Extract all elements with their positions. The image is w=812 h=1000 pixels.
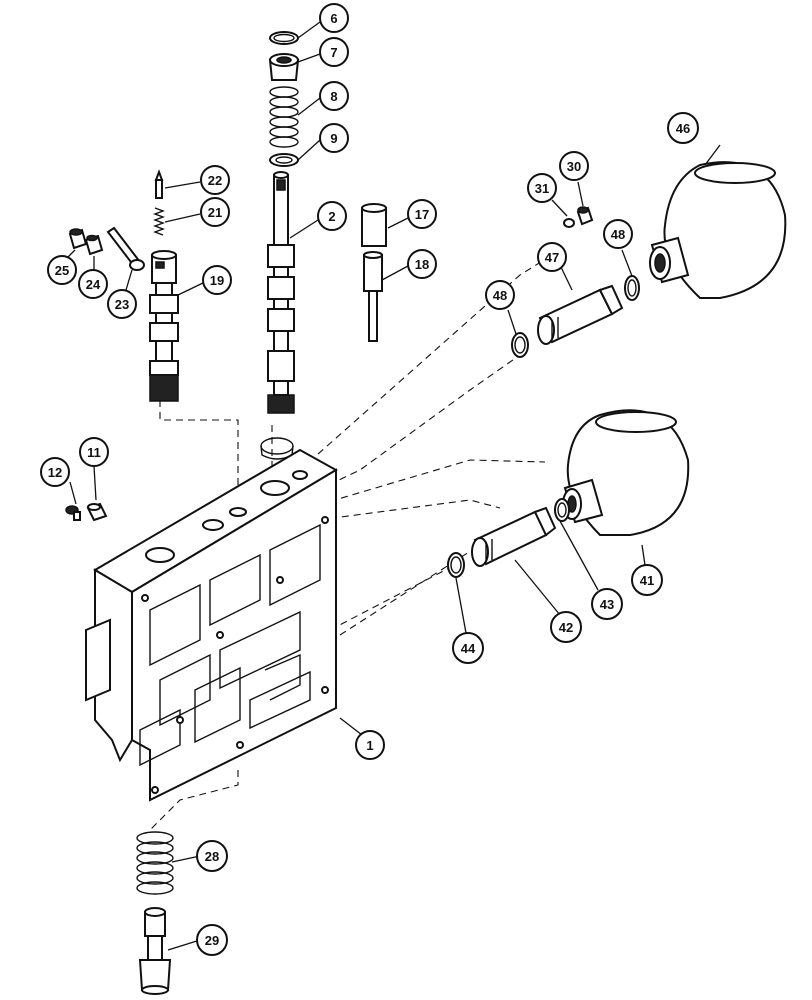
- callout-18: 18: [407, 249, 437, 279]
- callout-6: 6: [319, 3, 349, 33]
- cover-46: [649, 161, 787, 299]
- svg-text:19: 19: [210, 273, 224, 288]
- callout-7: 7: [319, 37, 349, 67]
- callout-9: 9: [319, 123, 349, 153]
- svg-text:8: 8: [330, 89, 337, 104]
- callout-24: 24: [78, 269, 108, 299]
- o-ring-48-left: [511, 332, 529, 358]
- spring-28: [136, 831, 174, 895]
- callout-31: 31: [527, 173, 557, 203]
- o-ring-31: [563, 218, 575, 228]
- callout-21: 21: [200, 197, 230, 227]
- o-ring-43: [554, 498, 570, 522]
- callout-28: 28: [196, 840, 228, 872]
- callout-8: 8: [319, 81, 349, 111]
- callout-42: 42: [550, 611, 582, 643]
- callout-47: 47: [537, 242, 567, 272]
- fitting-42: [471, 506, 557, 567]
- callout-25: 25: [47, 255, 77, 285]
- callout-30: 30: [559, 151, 589, 181]
- spring-21: [153, 207, 165, 236]
- svg-text:12: 12: [48, 465, 62, 480]
- cap-7: [268, 53, 300, 81]
- svg-text:48: 48: [493, 288, 507, 303]
- spring-8: [269, 86, 299, 148]
- cover-41: [562, 409, 690, 536]
- callout-19: 19: [202, 265, 232, 295]
- washer-9: [269, 153, 299, 167]
- svg-text:44: 44: [461, 641, 476, 656]
- svg-text:28: 28: [205, 849, 219, 864]
- callout-46: 46: [667, 112, 699, 144]
- fitting-47: [537, 284, 624, 345]
- callout-2: 2: [317, 201, 347, 231]
- leader-lines: [66, 21, 721, 951]
- callout-1: 1: [355, 730, 385, 760]
- svg-text:31: 31: [535, 181, 549, 196]
- svg-text:1: 1: [366, 738, 373, 753]
- svg-text:29: 29: [205, 933, 219, 948]
- callout-48-right: 48: [603, 219, 633, 249]
- callouts: 6 7 8 9 22 21 2 17 18 25 24 23 19 31 30 …: [40, 3, 699, 956]
- bushing-24: [84, 234, 104, 256]
- callout-17: 17: [407, 199, 437, 229]
- svg-text:18: 18: [415, 257, 429, 272]
- svg-text:47: 47: [545, 250, 559, 265]
- o-ring-44: [447, 552, 465, 578]
- svg-text:30: 30: [567, 159, 581, 174]
- svg-text:7: 7: [330, 45, 337, 60]
- svg-text:9: 9: [330, 131, 337, 146]
- pin-22: [154, 169, 164, 199]
- svg-text:11: 11: [87, 445, 101, 460]
- callout-48-left: 48: [485, 280, 515, 310]
- piston-18: [363, 251, 383, 342]
- svg-text:48: 48: [611, 227, 625, 242]
- callout-12: 12: [40, 457, 70, 487]
- o-ring-6: [269, 31, 299, 45]
- svg-text:46: 46: [676, 121, 690, 136]
- callout-43: 43: [591, 588, 623, 620]
- o-ring-48-right: [624, 275, 640, 301]
- callout-29: 29: [196, 924, 228, 956]
- svg-text:42: 42: [559, 620, 573, 635]
- svg-text:41: 41: [640, 573, 654, 588]
- callout-23: 23: [107, 289, 137, 319]
- lever-23: [106, 226, 145, 271]
- callout-44: 44: [452, 632, 484, 664]
- svg-text:25: 25: [55, 263, 69, 278]
- plug-11: [86, 502, 108, 522]
- svg-text:21: 21: [208, 205, 222, 220]
- plug-29: [138, 907, 172, 995]
- svg-text:43: 43: [600, 597, 614, 612]
- callout-41: 41: [631, 564, 663, 596]
- svg-text:2: 2: [328, 209, 335, 224]
- spool-2: [267, 171, 295, 414]
- callout-22: 22: [200, 165, 230, 195]
- svg-text:23: 23: [115, 297, 129, 312]
- svg-text:17: 17: [415, 207, 429, 222]
- valve-body-1: [85, 437, 339, 802]
- spool-19: [149, 250, 179, 402]
- screw-12: [65, 505, 81, 521]
- svg-text:24: 24: [86, 277, 101, 292]
- callout-11: 11: [79, 437, 109, 467]
- svg-text:6: 6: [330, 11, 337, 26]
- plug-17: [361, 203, 387, 247]
- plug-30: [576, 206, 594, 226]
- plug-25: [68, 228, 88, 250]
- svg-text:22: 22: [208, 173, 222, 188]
